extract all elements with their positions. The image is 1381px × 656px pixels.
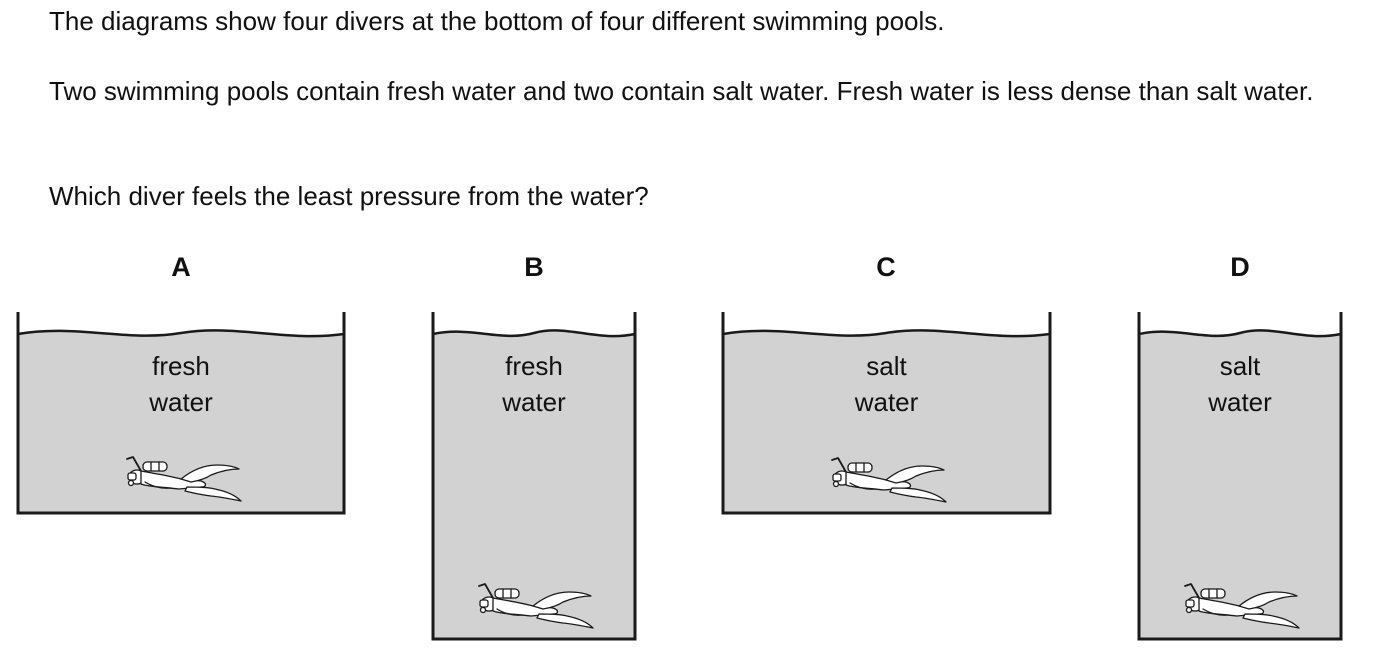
question-prompt: Which diver feels the least pressure fro… [49,181,649,211]
option-letter-c: C [876,252,896,282]
option-letter-b: B [524,252,544,282]
water-label-line1: fresh [505,351,563,381]
question-detail: Two swimming pools contain fresh water a… [49,76,1314,106]
scuba-diver-icon [478,583,594,629]
pool-b-container [431,312,637,641]
pool-c-container [721,312,1052,515]
option-letter-a: A [171,252,191,282]
question-intro: The diagrams show four divers at the bot… [49,6,945,36]
pool-c-water-type: salt water [721,348,1052,420]
pool-b-water-type: fresh water [431,348,637,420]
water-label-line2: water [149,387,213,417]
scuba-diver-icon [831,457,947,503]
water-label-line1: salt [1219,351,1261,381]
water-label-line2: water [854,387,919,417]
pool-c: salt water [721,312,1052,516]
water-label-line1: salt [866,351,907,381]
water-label-line1: fresh [152,351,210,381]
pool-d-container [1137,312,1343,641]
option-letter-d: D [1230,252,1250,282]
pool-d: salt water [1137,312,1343,642]
water-label-line2: water [502,387,566,417]
scuba-diver-icon [1184,583,1300,629]
pool-b: fresh water [431,312,637,642]
pool-a: fresh water [16,312,346,516]
scuba-diver-icon [126,456,242,502]
pool-a-container [16,312,346,515]
pool-d-water-type: salt water [1137,348,1343,420]
water-label-line2: water [1208,387,1272,417]
pool-a-water-type: fresh water [16,348,346,420]
